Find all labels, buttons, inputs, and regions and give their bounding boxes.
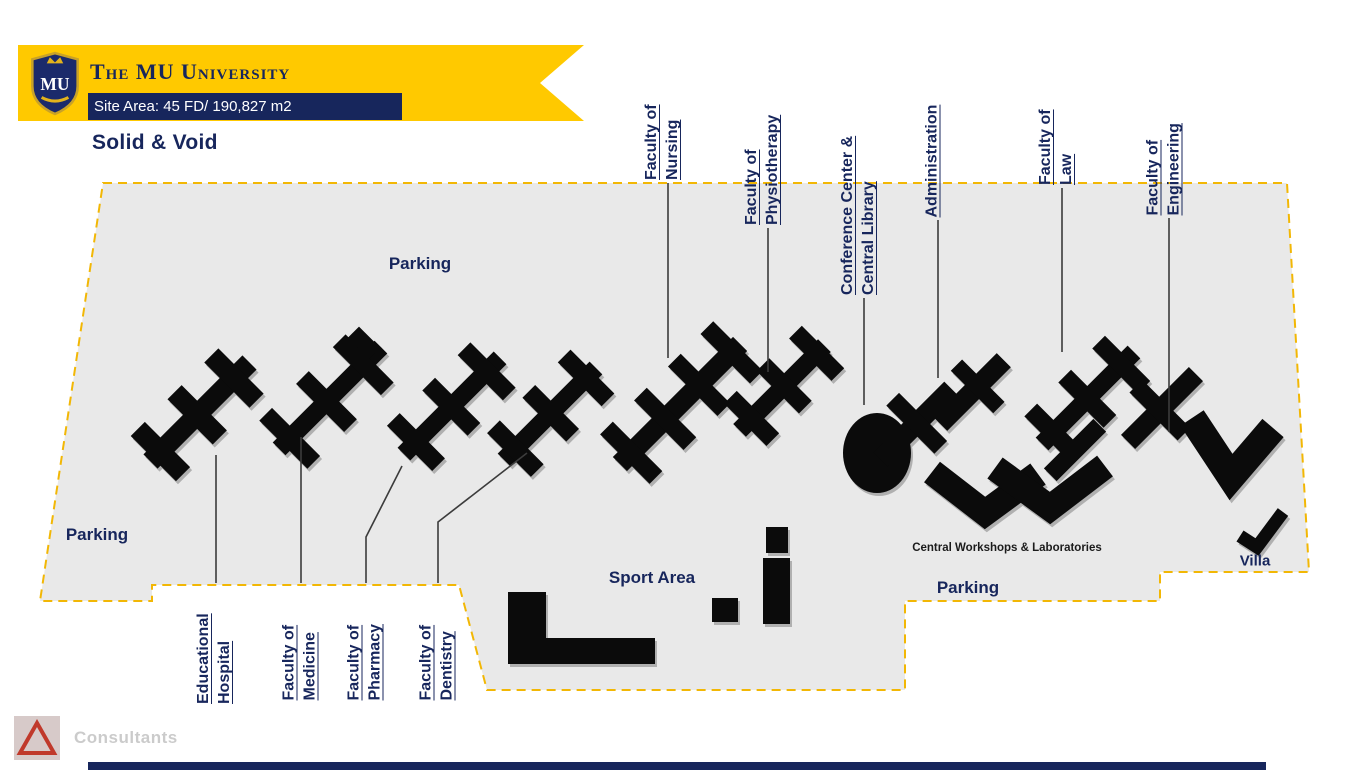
building-faculty-of-pharmacy [386, 342, 516, 472]
central-workshops-label: Central Workshops & Laboratories [912, 542, 1102, 554]
building-faculty-of-medicine [259, 326, 394, 469]
consultant-logo-icon [14, 716, 60, 760]
leader-lines [215, 183, 1170, 583]
callout-faculty-of-law: Faculty of Law [1035, 75, 1077, 185]
site-area-text: Site Area: 45 FD/ 190,827 m2 [94, 98, 292, 115]
building-faculty-of-engineering [1120, 366, 1284, 501]
sport-area-buildings [508, 527, 790, 664]
parking-label-left: Parking [65, 525, 129, 544]
building-faculty-of-nursing [600, 321, 763, 484]
buildings-group [130, 321, 1289, 664]
parking-label-top: Parking [388, 254, 452, 273]
callout-administration: Administration [922, 73, 944, 218]
callout-faculty-of-nursing: Faculty of Nursing [641, 72, 683, 180]
callout-line: Faculty of [643, 104, 660, 180]
callout-line: Dentistry [438, 631, 456, 701]
building-faculty-of-dentistry [487, 349, 615, 477]
page-title: Solid & Void [92, 131, 218, 154]
callout-line: Faculty of [417, 624, 435, 701]
sport-area-label: Sport Area [608, 568, 696, 587]
site-area-bar: Site Area: 45 FD/ 190,827 m2 [88, 93, 402, 120]
villa-label: Villa [1239, 552, 1271, 570]
logo-ribbon-line [42, 97, 69, 101]
consultant-watermark: Consultants [14, 716, 178, 760]
header-ribbon: MU The MU University Site Area: 45 FD/ 1… [18, 45, 584, 121]
callout-faculty-of-pharmacy: Faculty of Pharmacy [344, 586, 386, 701]
leader-faculty-of-pharmacy [365, 465, 403, 583]
callout-faculty-of-physiotherapy: Faculty of Physiotherapy [741, 85, 783, 225]
callout-line: Law [1058, 153, 1075, 185]
leader-faculty-of-dentistry [437, 452, 528, 583]
logo-monogram: MU [40, 74, 70, 94]
building-administration [933, 353, 1011, 431]
building-villa [1236, 508, 1289, 556]
building-conference-center-library [843, 381, 959, 493]
building-educational-hospital [130, 348, 264, 482]
callout-line: Faculty of [743, 149, 760, 225]
callout-line: Engineering [1165, 123, 1183, 216]
building-faculty-of-law [1024, 335, 1151, 462]
building-faculty-of-physiotherapy [724, 325, 845, 446]
callout-line: Medicine [301, 632, 319, 701]
logo-crown-icon [47, 57, 63, 63]
university-title: The MU University [90, 59, 291, 84]
callout-faculty-of-engineering: Faculty of Engineering [1143, 81, 1185, 216]
callout-line: Faculty of [345, 624, 363, 701]
callout-faculty-of-dentistry: Faculty of Dentistry [416, 586, 458, 701]
callout-line: Conference Center & [839, 135, 856, 295]
consultant-name: Consultants [74, 728, 178, 747]
parking-label-right: Parking [936, 578, 1000, 597]
callout-line: Nursing [664, 119, 681, 180]
footer-bar [88, 762, 1266, 770]
callout-educational-hospital: Educational Hospital [193, 586, 235, 704]
callout-conference-center-library: Conference Center & Central Library [837, 95, 879, 295]
callout-faculty-of-medicine: Faculty of Medicine [279, 586, 321, 701]
callout-line: Administration [923, 104, 941, 218]
callout-line: Faculty of [280, 624, 298, 701]
university-logo: MU [26, 49, 84, 117]
callout-line: Pharmacy [366, 624, 384, 701]
callout-line: Educational [195, 613, 212, 704]
callout-line: Hospital [216, 640, 233, 704]
callout-line: Faculty of [1037, 109, 1054, 185]
callout-line: Physiotherapy [764, 114, 781, 225]
callout-line: Faculty of [1144, 139, 1162, 216]
callout-line: Central Library [860, 181, 877, 295]
